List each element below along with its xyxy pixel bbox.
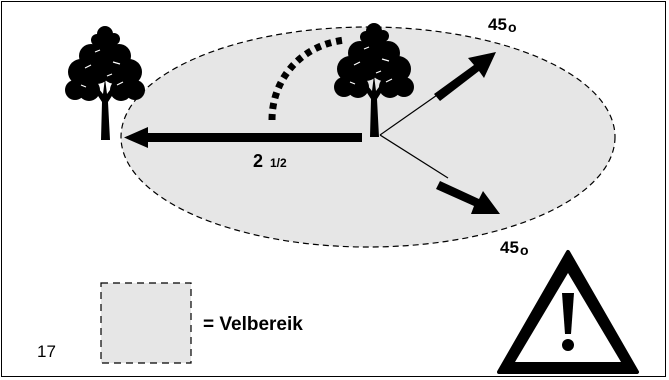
distance-label-whole: 2 bbox=[253, 151, 263, 171]
angle-label-bottom: 45 bbox=[500, 238, 519, 257]
arrow-icon bbox=[436, 181, 500, 214]
angle-line-bottom bbox=[379, 134, 449, 179]
warning-triangle-icon bbox=[497, 250, 639, 374]
angle-unit-bottom: o bbox=[520, 242, 529, 258]
arrow-icon bbox=[434, 52, 496, 101]
angle-unit-top: o bbox=[508, 19, 517, 35]
arrow-icon bbox=[124, 127, 362, 148]
distance-label-fraction: 1/2 bbox=[270, 156, 287, 170]
legend-swatch bbox=[100, 282, 192, 364]
falling-arc bbox=[268, 36, 346, 121]
page-number: 17 bbox=[37, 342, 56, 361]
angle-label-top: 45 bbox=[488, 15, 507, 34]
legend-label: = Velbereik bbox=[203, 314, 303, 335]
